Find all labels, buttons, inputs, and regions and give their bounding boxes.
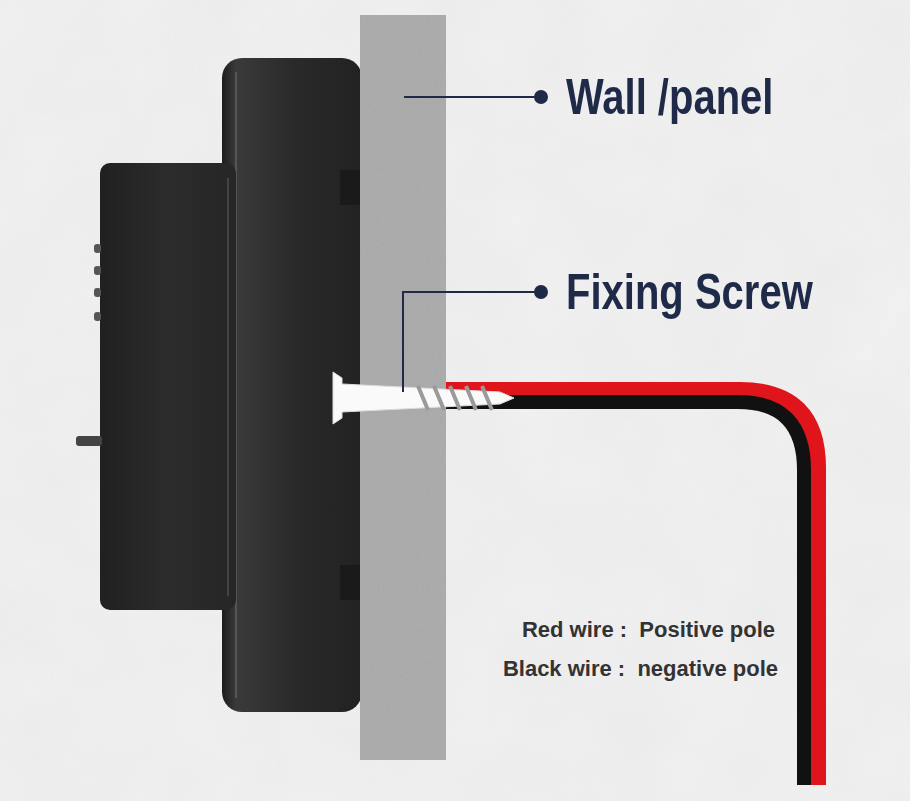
screw-thread: [434, 386, 444, 410]
red-wire: [445, 390, 818, 785]
wire-note: Red wire : Positive pole: [522, 617, 775, 643]
button: [94, 266, 101, 275]
screw-thread: [418, 386, 428, 410]
button: [94, 288, 101, 297]
screw-thread: [450, 386, 460, 410]
front-module: [100, 163, 236, 610]
screw-thread: [466, 386, 476, 410]
wire-note: Black wire : negative pole: [503, 656, 778, 682]
button: [94, 244, 101, 253]
device-housing: [76, 58, 362, 712]
leader-dot: [535, 286, 547, 298]
callout-label: Fixing Screw: [566, 267, 813, 317]
rear-notch: [340, 565, 362, 600]
callout-label: Wall /panel: [566, 72, 773, 122]
pin: [76, 436, 102, 446]
screw-thread: [482, 386, 492, 410]
button: [94, 312, 101, 321]
leader-line: [404, 96, 540, 98]
leader-line: [403, 292, 540, 392]
bevel-line: [227, 178, 229, 596]
fixing-screw: [333, 372, 514, 424]
wire-pair: [445, 390, 818, 785]
black-wire: [445, 402, 804, 785]
leader-dot: [535, 91, 547, 103]
rear-notch: [340, 170, 362, 205]
leader-lines: [403, 91, 547, 392]
